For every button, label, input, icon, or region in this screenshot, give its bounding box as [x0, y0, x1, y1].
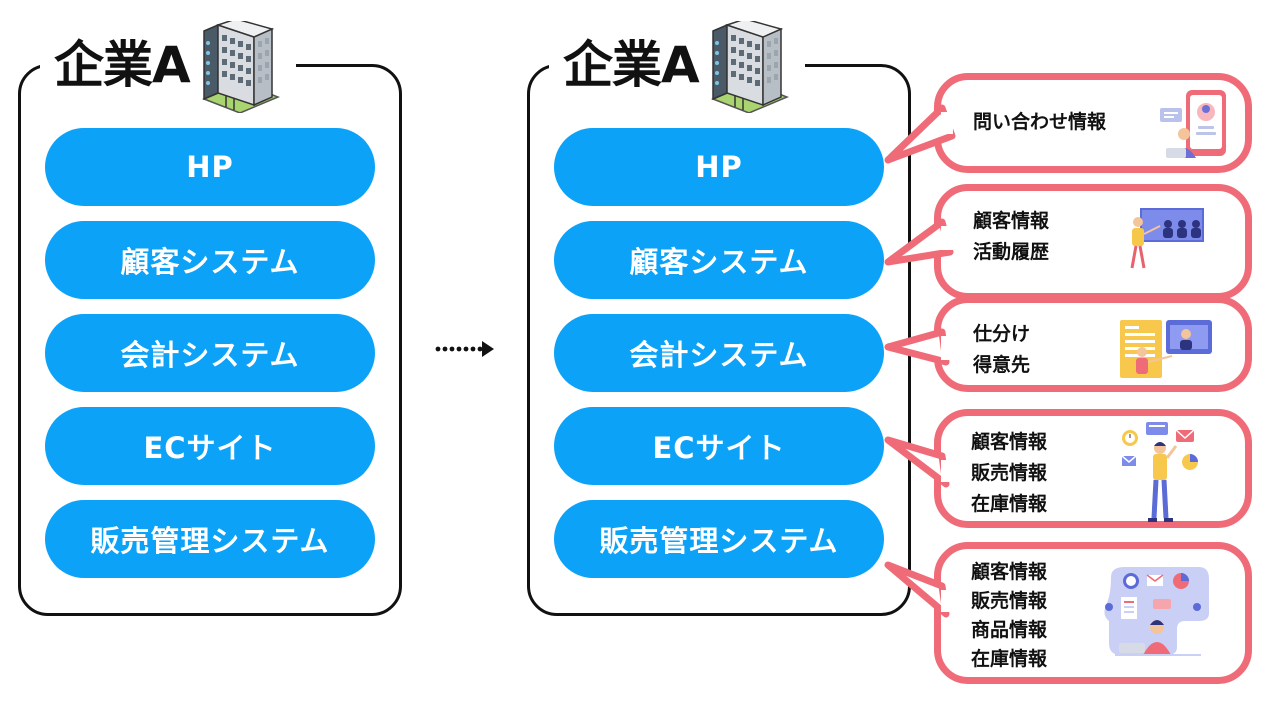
system-button-hp-left: HP: [45, 128, 375, 206]
bubble-line: 問い合わせ情報: [973, 111, 1107, 133]
bubble-text: 問い合わせ情報: [973, 107, 1106, 138]
bubble-line: 顧客情報: [971, 561, 1048, 583]
bubble-text: 顧客情報 活動履歴: [973, 206, 1049, 268]
office-building-icon: [201, 21, 280, 113]
ec-business-illustration: [1121, 422, 1198, 522]
bubble-line: 顧客情報: [971, 431, 1048, 453]
bubble-line: 活動履歴: [973, 241, 1050, 263]
data-bubble-ec: 顧客情報 販売情報 在庫情報: [934, 409, 1252, 528]
company-title-right: 企業A: [549, 21, 805, 113]
bubble-text: 顧客情報 販売情報 商品情報 在庫情報: [971, 558, 1047, 674]
presentation-illustration: [1130, 208, 1204, 269]
bubble-text: 仕分け 得意先: [973, 319, 1030, 381]
data-bubble-contact: 問い合わせ情報: [934, 73, 1252, 173]
system-button-crm-right: 顧客システム: [554, 221, 884, 299]
system-button-hp-right: HP: [554, 128, 884, 206]
bubble-line: 得意先: [973, 354, 1031, 376]
system-button-sales-left: 販売管理システム: [45, 500, 375, 578]
system-button-ec-left: ECサイト: [45, 407, 375, 485]
bubble-line: 顧客情報: [973, 210, 1050, 232]
dotted-arrow-right-icon: [435, 341, 494, 357]
office-building-icon: [710, 21, 789, 113]
system-button-accounting-left: 会計システム: [45, 314, 375, 392]
system-button-ec-right: ECサイト: [554, 407, 884, 485]
sales-management-illustration: [1104, 567, 1209, 656]
bubble-line: 販売情報: [971, 462, 1048, 484]
company-name: 企業A: [563, 36, 700, 94]
company-name: 企業A: [54, 36, 191, 94]
accounting-illustration: [1120, 320, 1212, 378]
bubble-line: 在庫情報: [971, 493, 1048, 515]
bubble-line: 在庫情報: [971, 648, 1048, 670]
contact-form-illustration: [1160, 90, 1226, 158]
bubble-line: 仕分け: [973, 323, 1031, 345]
data-bubble-accounting: 仕分け 得意先: [934, 296, 1252, 392]
data-bubble-crm: 顧客情報 活動履歴: [934, 184, 1252, 300]
company-title-left: 企業A: [40, 21, 296, 113]
bubble-line: 販売情報: [971, 590, 1048, 612]
system-button-accounting-right: 会計システム: [554, 314, 884, 392]
system-button-sales-right: 販売管理システム: [554, 500, 884, 578]
bubble-text: 顧客情報 販売情報 在庫情報: [971, 427, 1047, 520]
data-bubble-sales: 顧客情報 販売情報 商品情報 在庫情報: [934, 542, 1252, 684]
bubble-line: 商品情報: [971, 619, 1048, 641]
system-button-crm-left: 顧客システム: [45, 221, 375, 299]
